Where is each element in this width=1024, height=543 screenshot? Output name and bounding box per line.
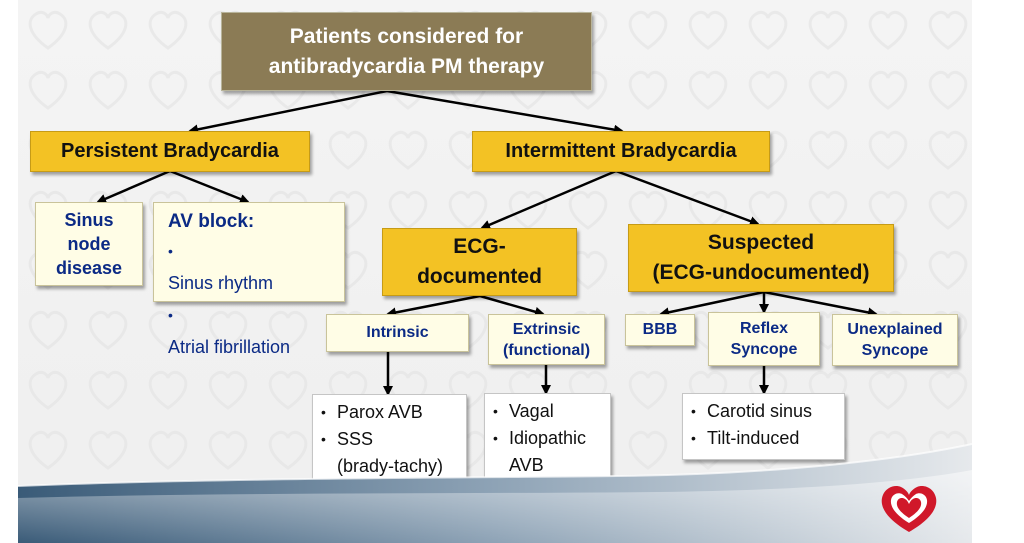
extrinsic-node: Extrinsic (functional) (488, 314, 605, 365)
reflex-line-1: Reflex (739, 320, 789, 337)
av-block-title: AV block: (168, 211, 255, 232)
unexplained-line-1: Unexplained (847, 321, 943, 338)
root-line-2: antibradycardia PM therapy (268, 54, 545, 78)
ecg-line-2: documented (417, 265, 542, 288)
intrinsic-list-item-1: Parox AVB (321, 399, 458, 426)
unexplained-line-2: Syncope (861, 342, 929, 359)
ecg-line-1: ECG- (453, 235, 506, 258)
sinus-line-1: Sinus (64, 210, 114, 230)
arrow-intermittent-ecg (480, 169, 617, 230)
slide: Patients considered for antibradycardia … (18, 0, 972, 543)
reflex-list-item-1: Carotid sinus (691, 398, 836, 425)
root-line-1: Patients considered for (289, 24, 524, 48)
arrow-intermittent-suspected (615, 169, 760, 226)
extrinsic-list-node: Vagal Idiopathic AVB (484, 393, 611, 481)
intrinsic-list-node: Parox AVB SSS (brady-tachy) (312, 394, 467, 486)
heart-logo-icon (881, 486, 937, 532)
unexplained-syncope-node: Unexplained Syncope (832, 314, 958, 366)
reflex-line-2: Syncope (730, 341, 798, 358)
sinus-line-2: node (67, 234, 111, 254)
bbb-label: BBB (642, 321, 678, 338)
arrow-root-intermittent (386, 89, 624, 135)
extrinsic-line-2: (functional) (502, 341, 591, 359)
persistent-bradycardia-node: Persistent Bradycardia (30, 131, 310, 172)
persistent-label: Persistent Bradycardia (61, 140, 279, 162)
extrinsic-list-item-1: Vagal (493, 398, 602, 425)
intrinsic-list-item-2: SSS (321, 426, 458, 453)
arrow-root-persistent (188, 89, 388, 135)
arrow-suspected-bbb (659, 290, 765, 318)
sinus-node-disease-node: Sinus node disease (35, 202, 143, 286)
sinus-line-3: disease (55, 258, 123, 278)
reflex-list-item-2: Tilt-induced (691, 425, 836, 452)
intermittent-label: Intermittent Bradycardia (505, 140, 737, 162)
arrow-persistent-sinus (96, 169, 171, 204)
intrinsic-list-item-2-cont: (brady-tachy) (337, 456, 444, 476)
connector-arrows (96, 89, 878, 396)
ecg-documented-node: ECG- documented (382, 228, 577, 296)
arrow-suspected-unexplained (763, 290, 878, 318)
footer-wave (18, 443, 972, 543)
suspected-line-2: (ECG-undocumented) (652, 261, 870, 284)
suspected-node: Suspected (ECG-undocumented) (628, 224, 894, 292)
extrinsic-list-item-2: Idiopathic (493, 425, 602, 452)
intermittent-bradycardia-node: Intermittent Bradycardia (472, 131, 770, 172)
arrow-ecg-extrinsic (479, 294, 545, 317)
intrinsic-label: Intrinsic (366, 324, 429, 341)
extrinsic-line-1: Extrinsic (512, 320, 581, 338)
suspected-line-1: Suspected (707, 231, 815, 254)
intrinsic-node: Intrinsic (326, 314, 469, 352)
bbb-node: BBB (625, 314, 695, 346)
av-block-item-2: •Atrial fibrillation (168, 307, 291, 357)
root-node: Patients considered for antibradycardia … (221, 12, 592, 91)
extrinsic-list-item-2-cont: AVB (509, 455, 544, 475)
reflex-syncope-node: Reflex Syncope (708, 312, 820, 366)
arrow-ecg-intrinsic (386, 294, 481, 318)
arrow-persistent-av (169, 169, 250, 204)
reflex-list-node: Carotid sinus Tilt-induced (682, 393, 845, 460)
av-block-node: AV block: •Sinus rhythm •Atrial fibrilla… (153, 202, 345, 357)
av-block-item-1: •Sinus rhythm (168, 243, 274, 293)
